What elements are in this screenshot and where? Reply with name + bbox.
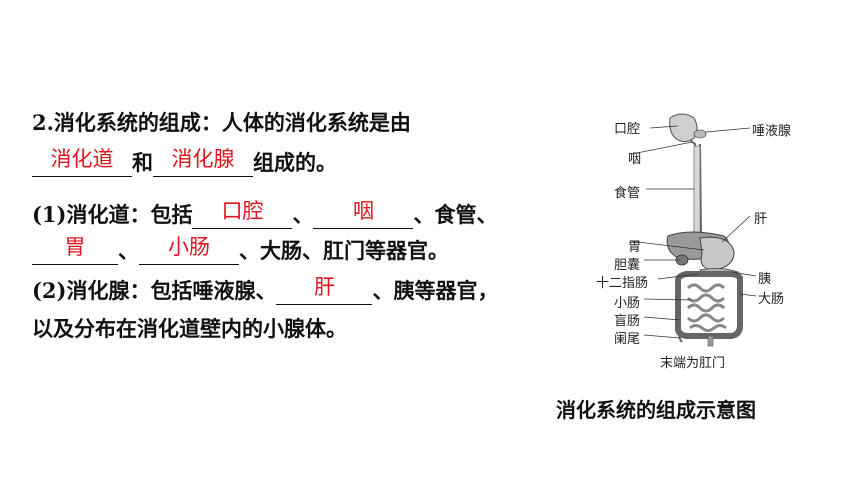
leader-lines [629, 125, 757, 339]
connector-text: 和 [132, 150, 153, 175]
question-heading: 2.消化系统的组成：人体的消化系统是由 [32, 110, 411, 135]
answer-text: 消化腺 [171, 147, 235, 171]
esophagus-tube [693, 145, 701, 239]
stomach-shape [699, 236, 735, 271]
separator: 、 [292, 202, 314, 227]
figure-caption: 消化系统的组成示意图 [556, 398, 756, 422]
item1-line-2: 胃 、 小肠 、大肠、肛门等器官。 [32, 235, 449, 266]
answer-text: 肝 [313, 275, 335, 299]
label-gallbladder: 胆囊 [614, 258, 641, 273]
answer-blank-3: 口腔 [192, 199, 293, 229]
label-stomach: 胃 [628, 240, 642, 255]
question-line-1: 2.消化系统的组成：人体的消化系统是由 [32, 108, 411, 138]
label-small-intestine: 小肠 [614, 296, 641, 311]
answer-blank-7: 肝 [276, 275, 373, 305]
item1-line-1: (1)消化道：包括 口腔 、 咽 、食管、 [32, 199, 498, 230]
separator: 、 [118, 238, 139, 263]
label-pancreas: 胰 [758, 272, 772, 287]
answer-text: 咽 [352, 199, 374, 223]
label-duodenum: 十二指肠 [596, 276, 649, 291]
answer-blank-2: 消化腺 [153, 147, 253, 177]
appendix-shape [678, 329, 683, 343]
answer-text: 消化道 [50, 147, 114, 171]
answer-text: 胃 [64, 235, 86, 259]
label-liver: 肝 [754, 212, 768, 227]
item1-rest2: 、大肠、肛门等器官。 [239, 238, 449, 263]
rectum-shape [707, 335, 714, 347]
item1-prefix: (1)消化道：包括 [32, 202, 193, 227]
answer-text: 小肠 [168, 235, 210, 259]
item2-rest1: 、胰等器官， [372, 278, 499, 303]
digestive-system-figure: 口腔 咽 食管 胃 胆囊 十二指肠 小肠 盲肠 阑尾 唾液腺 肝 胰 大肠 末端… [596, 104, 830, 384]
label-pharynx: 咽 [628, 152, 642, 167]
answer-blank-5: 胃 [32, 235, 118, 265]
label-oral-cavity: 口腔 [614, 122, 641, 137]
label-appendix: 阑尾 [614, 332, 641, 347]
small-intestine-shape [686, 283, 727, 332]
tail-text: 组成的。 [253, 150, 337, 175]
label-large-intestine: 大肠 [758, 292, 785, 307]
label-cecum: 盲肠 [614, 314, 641, 329]
salivary-gland-shape [693, 129, 707, 139]
answer-blank-1: 消化道 [32, 147, 132, 177]
answer-blank-6: 小肠 [139, 235, 239, 265]
large-intestine-shape [675, 271, 743, 339]
item2-line-2: 以及分布在消化道壁内的小腺体。 [32, 314, 347, 344]
label-anus-note: 末端为肛门 [660, 356, 726, 371]
item2-line2-text: 以及分布在消化道壁内的小腺体。 [32, 316, 347, 341]
mouth-shape [669, 113, 698, 143]
answer-blank-4: 咽 [313, 199, 414, 229]
item2-prefix: (2)消化腺：包括唾液腺、 [32, 278, 277, 303]
digestive-system-diagram [629, 113, 757, 347]
item2-line-1: (2)消化腺：包括唾液腺、 肝 、胰等器官， [32, 275, 499, 306]
item1-rest1: 、食管、 [413, 202, 498, 227]
label-salivary-gland: 唾液腺 [752, 124, 792, 139]
question-line-2: 消化道和消化腺组成的。 [32, 147, 337, 178]
answer-text: 口腔 [221, 199, 264, 223]
label-esophagus: 食管 [614, 186, 641, 201]
